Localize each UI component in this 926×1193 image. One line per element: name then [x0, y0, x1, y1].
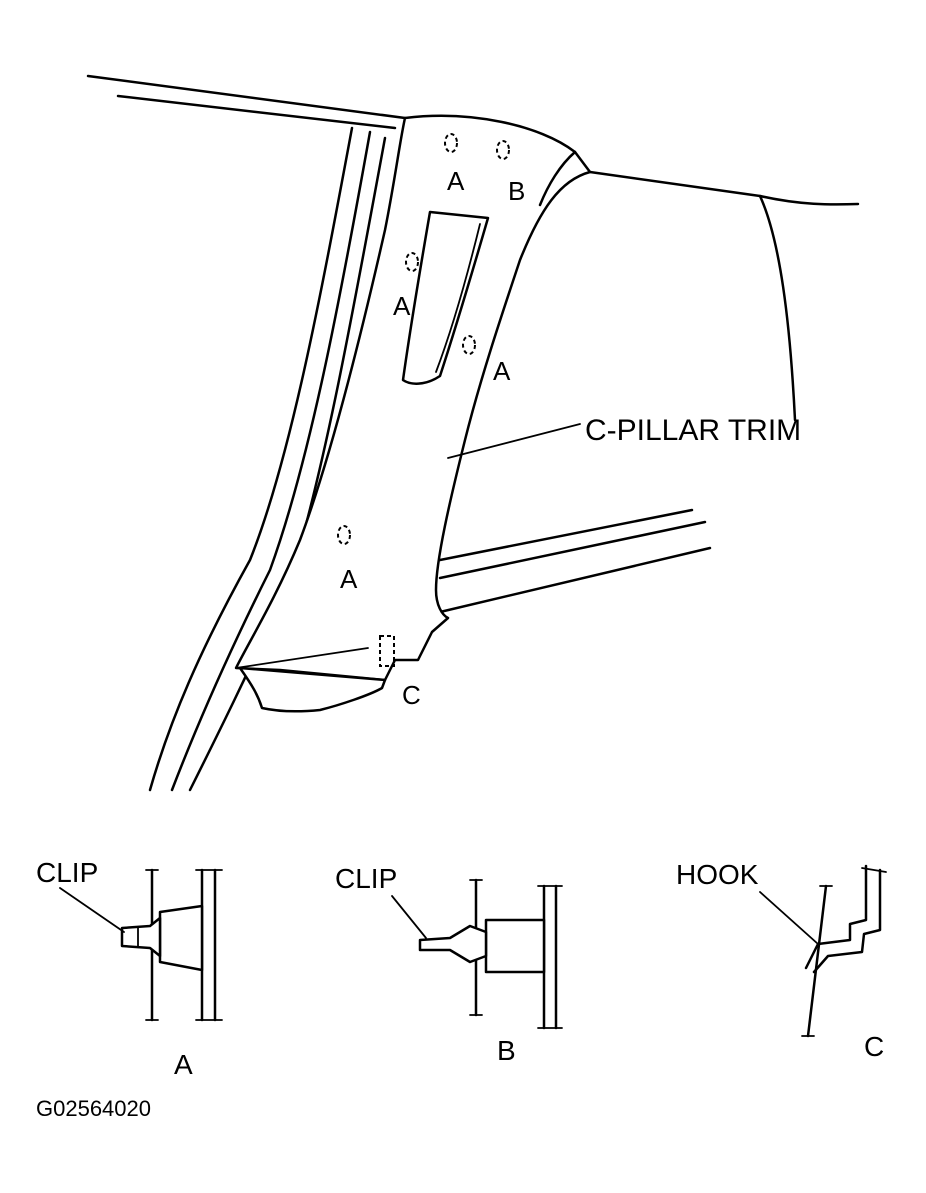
detail-a-retainer: [158, 904, 204, 972]
clip-marker-a3: [462, 335, 476, 355]
clip-marker-a4: [337, 525, 351, 545]
c-pillar-leader: [447, 423, 581, 459]
detail-c-trim-line: [806, 884, 828, 1038]
detail-b-retainer: [484, 918, 546, 974]
c-pillar-trim-label: C-PILLAR TRIM: [585, 414, 801, 447]
belt-line-3: [438, 546, 712, 614]
clip-marker-b: [496, 140, 510, 160]
clip-a-mark-2: A: [393, 291, 411, 321]
roof-line-outer: [86, 74, 407, 120]
upper-trim-edge: [538, 150, 577, 207]
rear-window-outline: [588, 170, 860, 206]
clip-a-mark-1: A: [447, 166, 465, 196]
detail-b-caption: B: [497, 1035, 516, 1066]
hook-c-mark: C: [402, 680, 421, 710]
detail-c-caption: C: [864, 1031, 884, 1062]
detail-b-leader: [391, 895, 427, 939]
hook-marker-c: [379, 635, 395, 667]
detail-c-callout: HOOK: [676, 859, 759, 890]
detail-c-hook: HOOK C: [676, 859, 887, 1062]
lower-trim-seam: [235, 647, 369, 669]
detail-c-leader: [759, 891, 819, 945]
figure-code: G02564020: [36, 1096, 151, 1121]
window-frame-line-2: [170, 130, 372, 792]
main-illustration: A B A A A C C-PILLAR TRIM: [86, 74, 860, 792]
detail-a-callout: CLIP: [36, 857, 98, 888]
rear-window-edge: [758, 194, 797, 422]
detail-c-bracket-inner: [812, 868, 882, 974]
belt-line-1: [438, 508, 694, 562]
detail-b-callout: CLIP: [335, 863, 397, 894]
clip-marker-a2: [405, 252, 419, 272]
window-frame-line-1: [148, 126, 354, 792]
clip-a-mark-4: A: [340, 564, 358, 594]
roof-line-inner: [116, 94, 397, 130]
c-pillar-trim-panel: [234, 114, 592, 682]
lower-trim-base: [238, 666, 387, 713]
belt-line-2: [438, 520, 707, 580]
detail-c-bracket-top: [861, 867, 887, 873]
detail-a-caption: A: [174, 1049, 193, 1080]
seat-belt-slot: [401, 210, 490, 385]
detail-a-leader: [59, 887, 125, 933]
clip-a-mark-3: A: [493, 356, 511, 386]
clip-b-mark: B: [508, 176, 525, 206]
detail-b-clip: CLIP B: [335, 863, 563, 1066]
detail-b-clip-body: [418, 924, 488, 964]
detail-a-clip: CLIP A: [36, 857, 223, 1080]
seat-belt-slot-inner: [435, 223, 481, 373]
detail-c-bracket-outer: [804, 864, 868, 970]
detail-a-clip-body: [120, 916, 162, 958]
clip-marker-a1: [444, 133, 458, 153]
